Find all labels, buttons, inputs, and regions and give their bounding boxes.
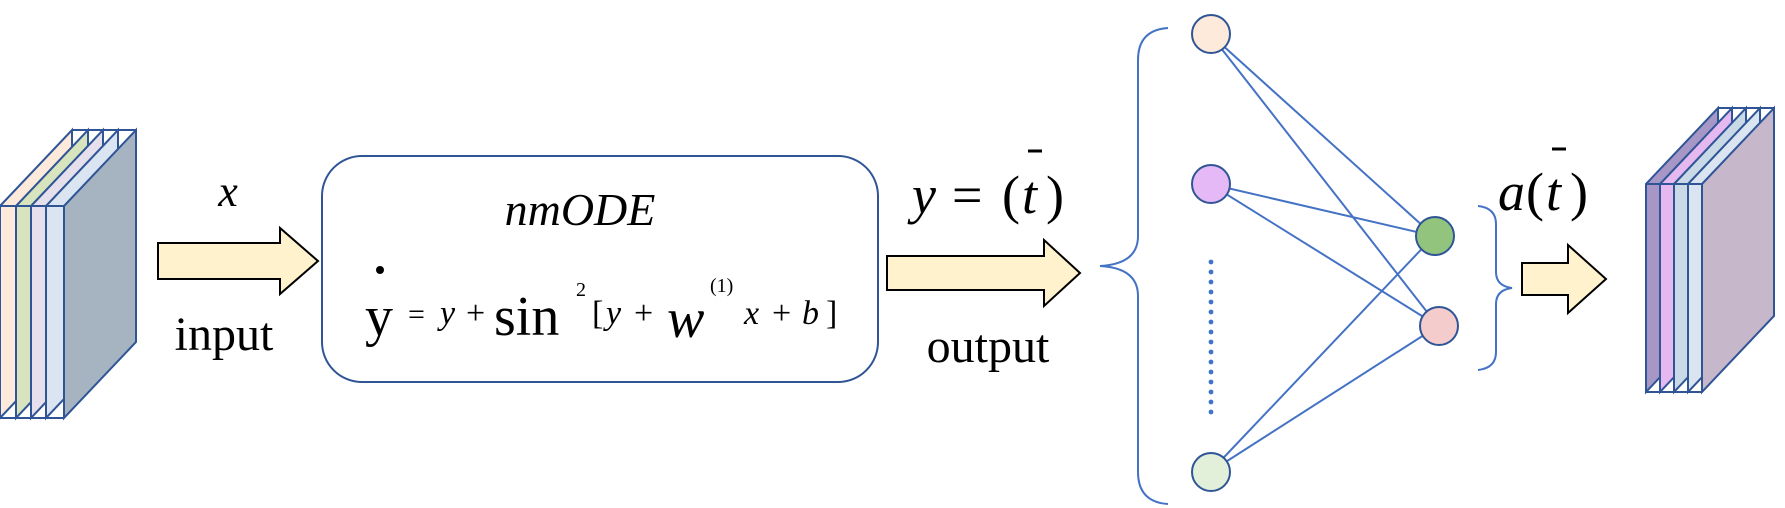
nmode-equation: y = y + sin 2 [ y + w (1) x + b ] <box>365 266 837 350</box>
eq-term-y: y <box>437 295 456 332</box>
eq-plus-3: + <box>772 295 791 332</box>
input-arrow-icon <box>157 225 320 297</box>
final-arrow-icon <box>1521 242 1608 316</box>
eq-w: w <box>667 288 704 350</box>
eq-plus-1: + <box>466 295 485 332</box>
nmode-title: nmODE <box>505 184 656 235</box>
output-node-2 <box>1419 306 1459 346</box>
network-edges <box>1209 33 1439 473</box>
a-t-label: a ( t ) <box>1498 147 1588 222</box>
neural-network <box>1191 14 1459 492</box>
y-t: t <box>1022 165 1039 225</box>
nmode-box <box>321 155 879 383</box>
input-feature-stack <box>0 127 137 421</box>
input-node-top <box>1191 14 1231 54</box>
eq-equals: = <box>408 298 425 331</box>
a-paren-open: ( <box>1526 162 1544 222</box>
eq-term-y2: y <box>603 295 622 332</box>
edge <box>1209 33 1439 327</box>
derivative-dot <box>376 266 384 274</box>
input-node-middle <box>1191 164 1231 204</box>
a-label: a <box>1498 162 1525 222</box>
edge <box>1209 33 1435 237</box>
eq-plus-2: + <box>634 295 653 332</box>
a-paren-close: ) <box>1570 162 1588 222</box>
y-paren-open: ( <box>1002 165 1020 225</box>
edge <box>1209 235 1435 473</box>
y-label: y <box>907 165 936 225</box>
eq-b: b <box>802 295 819 332</box>
output-brace <box>1477 205 1513 371</box>
output-node-1 <box>1415 216 1455 256</box>
output-arrow-icon <box>886 237 1082 309</box>
eq-lbracket: [ <box>592 295 603 332</box>
input-block-side <box>63 127 137 421</box>
a-t: t <box>1546 162 1563 222</box>
y-paren-close: ) <box>1046 165 1064 225</box>
eq-x: x <box>743 295 759 332</box>
edge <box>1209 183 1435 237</box>
eq-sup-1: (1) <box>710 275 733 297</box>
edge <box>1209 183 1439 327</box>
ellipsis-dots <box>1208 259 1214 415</box>
input-label: input <box>175 308 274 361</box>
eq-lhs: y <box>365 286 393 348</box>
y-t-label: y = ( t ) <box>907 149 1064 225</box>
output-feature-stack <box>1645 105 1775 395</box>
x-label: x <box>217 167 238 216</box>
y-equals: = <box>952 165 982 225</box>
eq-rbracket: ] <box>826 295 837 332</box>
input-brace <box>1099 27 1169 505</box>
input-node-bottom <box>1191 452 1231 492</box>
eq-sup-2: 2 <box>576 279 586 301</box>
edge <box>1209 325 1439 473</box>
output-label: output <box>927 320 1050 373</box>
eq-sin: sin <box>494 286 559 348</box>
output-block-side <box>1701 105 1775 395</box>
